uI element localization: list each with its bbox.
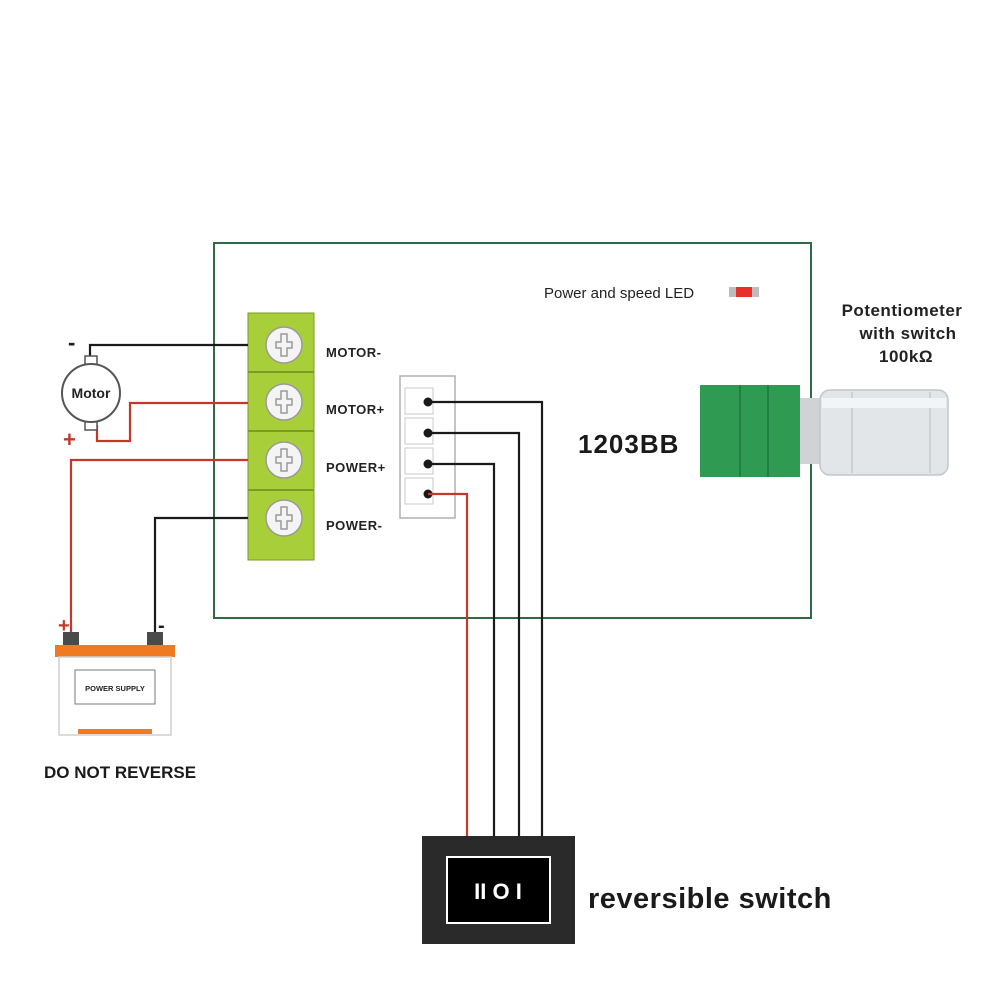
switch-label: reversible switch [588,883,832,915]
wire-power-minus [153,516,248,643]
screw-icon [265,499,303,537]
wire-motor-plus [95,401,248,443]
terminal-label-motor-plus: MOTOR+ [326,402,385,417]
terminal-block [247,312,315,561]
wire-switch-3 [428,462,496,838]
potentiometer-icon [700,385,949,477]
potentiometer-label-line2: with switch [858,324,956,343]
terminal-label-power-minus: POWER- [326,518,382,533]
switch-symbols: II O I [474,879,522,904]
terminal-label-power-plus: POWER+ [326,460,386,475]
switch-header-connector [399,375,456,519]
battery-icon [55,632,175,736]
potentiometer-label-line1: Potentiometer [842,301,963,320]
wires-switch [428,400,544,838]
reversible-switch-icon [422,836,575,944]
potentiometer-label-line3: 100kΩ [879,347,933,366]
motor-label: Motor [72,385,111,401]
wire-motor-minus [88,343,248,362]
battery-plus-sign: + [58,615,70,637]
battery-label: POWER SUPPLY [85,684,145,693]
led-icon [729,287,759,297]
wire-switch-1 [428,400,544,838]
screw-icon [265,326,303,364]
battery-warning: DO NOT REVERSE [44,763,196,782]
motor-minus-sign: - [68,330,75,355]
motor-icon [61,355,121,431]
wire-switch-2 [428,431,521,838]
screw-icon [265,383,303,421]
led-label: Power and speed LED [544,285,694,302]
terminal-label-motor-minus: MOTOR- [326,345,381,360]
motor-plus-sign: + [63,427,76,452]
battery-minus-sign: - [158,615,165,637]
screw-icon [265,441,303,479]
wire-power-plus [69,458,248,643]
board-model: 1203BB [578,429,679,459]
wire-switch-4 [428,492,469,838]
